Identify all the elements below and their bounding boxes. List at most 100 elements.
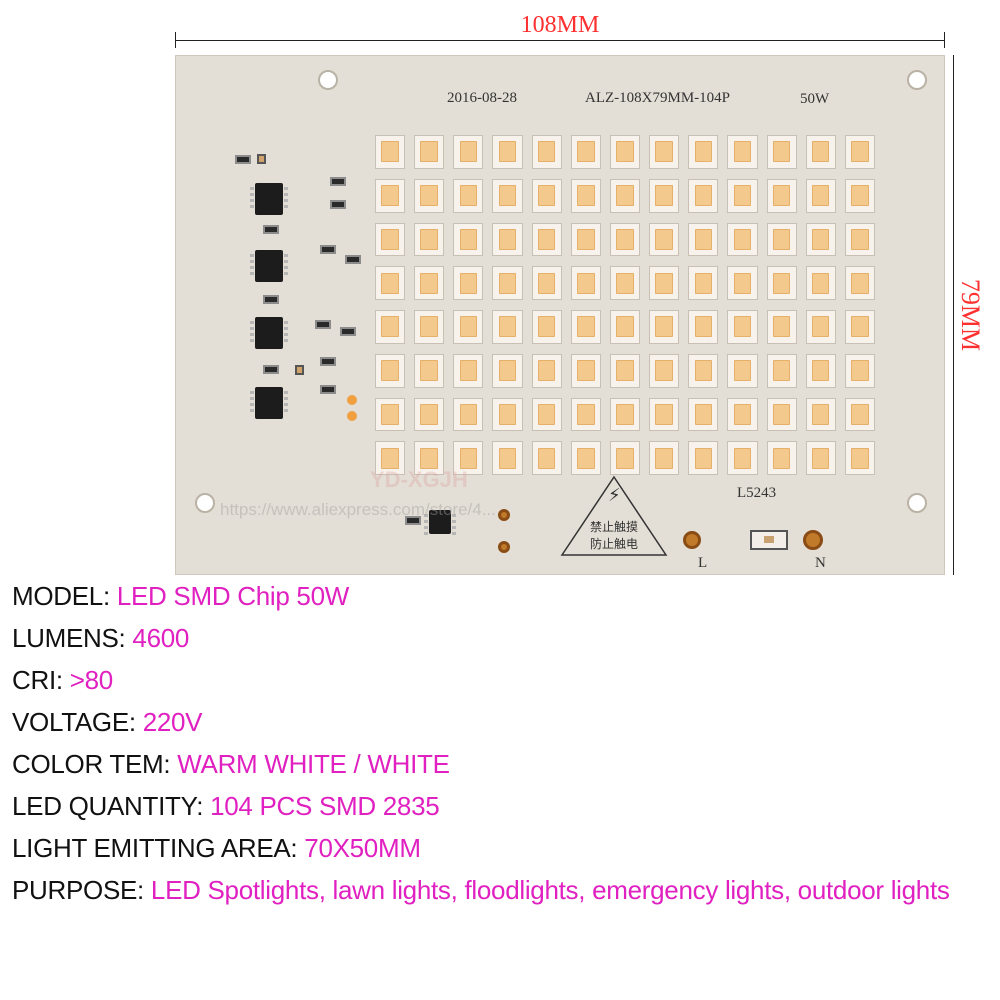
smd-led [649, 310, 680, 344]
smd-led [844, 178, 875, 213]
smd-led [531, 222, 562, 257]
smd-led [414, 397, 445, 432]
solder-pad [347, 411, 357, 421]
smd-led [805, 397, 836, 432]
smd-led [570, 135, 601, 169]
smd-led [570, 353, 601, 388]
smd-led [688, 397, 719, 432]
smd-led [375, 135, 406, 169]
resistor [263, 225, 279, 234]
smd-led [688, 310, 719, 344]
smd-led [805, 353, 836, 388]
resistor [263, 365, 279, 374]
smd-led [570, 397, 601, 432]
spec-row-color-temp: COLOR TEM: WARM WHITE / WHITE [12, 749, 450, 779]
warning-text-line2: 防止触电 [589, 537, 638, 551]
smd-led [766, 266, 797, 300]
watermark-url: https://www.aliexpress.com/store/4... [220, 500, 496, 519]
smd-led [844, 222, 875, 257]
smd-led [688, 222, 719, 257]
smd-led [766, 441, 797, 475]
smd-led [375, 266, 406, 300]
fuse [750, 530, 788, 550]
led-board: 2016-08-28 ALZ-108X79MM-104P 50W ⚡ 禁止触摸 … [175, 55, 945, 575]
smd-led [688, 135, 719, 169]
smd-led [766, 178, 797, 213]
smd-led [531, 178, 562, 213]
smd-led [375, 397, 406, 432]
mounting-hole [318, 70, 338, 90]
resistor [263, 295, 279, 304]
smd-led [805, 222, 836, 257]
smd-led [727, 397, 758, 432]
smd-led [727, 178, 758, 213]
smd-led [492, 441, 523, 475]
spec-row-emitting-area: LIGHT EMITTING AREA: 70X50MM [12, 833, 421, 863]
warning-text-line1: 禁止触摸 [589, 520, 638, 534]
smd-led [609, 222, 641, 257]
mounting-hole [907, 493, 927, 513]
smd-led [375, 353, 406, 388]
rectifier-chip [424, 510, 456, 538]
smd-led [805, 441, 836, 475]
smd-led [609, 353, 641, 388]
smd-led [649, 441, 680, 475]
smd-led [649, 353, 680, 388]
resistor [330, 200, 346, 209]
smd-led [688, 441, 719, 475]
board-date: 2016-08-28 [447, 90, 517, 106]
smd-led [844, 135, 875, 169]
board-power: 50W [800, 91, 830, 107]
smd-led [414, 353, 445, 388]
resistor [235, 155, 251, 164]
smd-led [844, 353, 875, 388]
watermark: YD-XGJH [370, 467, 468, 492]
smd-led [844, 397, 875, 432]
smd-led [727, 222, 758, 257]
smd-led [766, 397, 797, 432]
smd-led [727, 310, 758, 344]
terminal-label-n: N [815, 555, 826, 571]
board-model-code: ALZ-108X79MM-104P [585, 90, 730, 106]
resistor [330, 177, 346, 186]
smd-led [570, 266, 601, 300]
solder-pad [498, 541, 510, 553]
smd-led [766, 135, 797, 169]
board-code: L5243 [737, 485, 777, 501]
warning-label: ⚡ 禁止触摸 防止触电 [560, 475, 668, 557]
smd-led [375, 178, 406, 213]
smd-led [492, 353, 523, 388]
smd-led [609, 266, 641, 300]
smd-led [414, 222, 445, 257]
spec-row-purpose: PURPOSE: LED Spotlights, lawn lights, fl… [12, 875, 950, 905]
spec-list: MODEL: LED SMD Chip 50W LUMENS: 4600 CRI… [12, 575, 992, 911]
width-dimension: 108MM [175, 10, 945, 48]
smd-led [649, 266, 680, 300]
smd-led [453, 441, 484, 475]
smd-led [531, 441, 562, 475]
smd-led [727, 353, 758, 388]
smd-led [805, 135, 836, 169]
resistor [340, 327, 356, 336]
smd-led [649, 397, 680, 432]
terminal-pad-n [803, 530, 823, 550]
smd-led [609, 135, 641, 169]
capacitor [295, 365, 304, 375]
smd-led [414, 310, 445, 344]
smd-led [531, 310, 562, 344]
smd-led [649, 178, 680, 213]
smd-led [453, 266, 484, 300]
spec-row-lumens: LUMENS: 4600 [12, 623, 190, 653]
smd-led [570, 178, 601, 213]
smd-led [805, 266, 836, 300]
smd-led [531, 266, 562, 300]
resistor [320, 385, 336, 394]
smd-led [805, 310, 836, 344]
smd-led [492, 266, 523, 300]
smd-led [570, 310, 601, 344]
smd-led [766, 353, 797, 388]
width-dimension-line [175, 40, 945, 41]
smd-led [414, 135, 445, 169]
smd-led [492, 397, 523, 432]
smd-led [649, 135, 680, 169]
